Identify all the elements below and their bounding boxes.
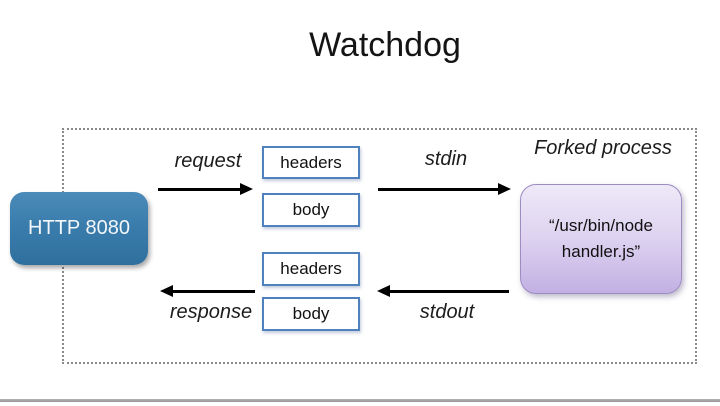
process-command-line2: handler.js” <box>561 242 641 261</box>
response-body-label: body <box>292 304 330 323</box>
request-headers-box: headers <box>262 146 360 179</box>
stdin-arrow-line <box>378 188 499 191</box>
request-arrow-line <box>158 188 241 191</box>
response-arrow-line <box>173 290 255 293</box>
response-headers-box: headers <box>262 252 360 286</box>
stdout-arrow-line <box>390 290 509 293</box>
bottom-divider-bar <box>0 399 720 402</box>
response-arrow-head-icon <box>160 285 173 297</box>
request-body-label: body <box>292 200 330 219</box>
process-command-line1: “/usr/bin/node <box>549 215 653 235</box>
slide-title: Watchdog <box>309 26 461 64</box>
response-headers-label: headers <box>280 259 342 278</box>
response-body-box: body <box>262 297 360 331</box>
forked-process-node: “/usr/bin/node handler.js” <box>520 184 682 294</box>
request-body-box: body <box>262 193 360 227</box>
request-arrow-head-icon <box>240 183 253 195</box>
http-server-label: HTTP 8080 <box>28 217 130 239</box>
stdout-arrow-head-icon <box>377 285 390 297</box>
stdout-label: stdout <box>419 301 475 323</box>
response-label: response <box>169 301 253 323</box>
http-server-node: HTTP 8080 <box>10 192 148 265</box>
stdin-label: stdin <box>424 148 468 170</box>
request-label: request <box>174 150 242 172</box>
stdin-arrow-head-icon <box>498 183 511 195</box>
forked-process-label: Forked process <box>534 137 672 159</box>
request-headers-label: headers <box>280 152 342 172</box>
